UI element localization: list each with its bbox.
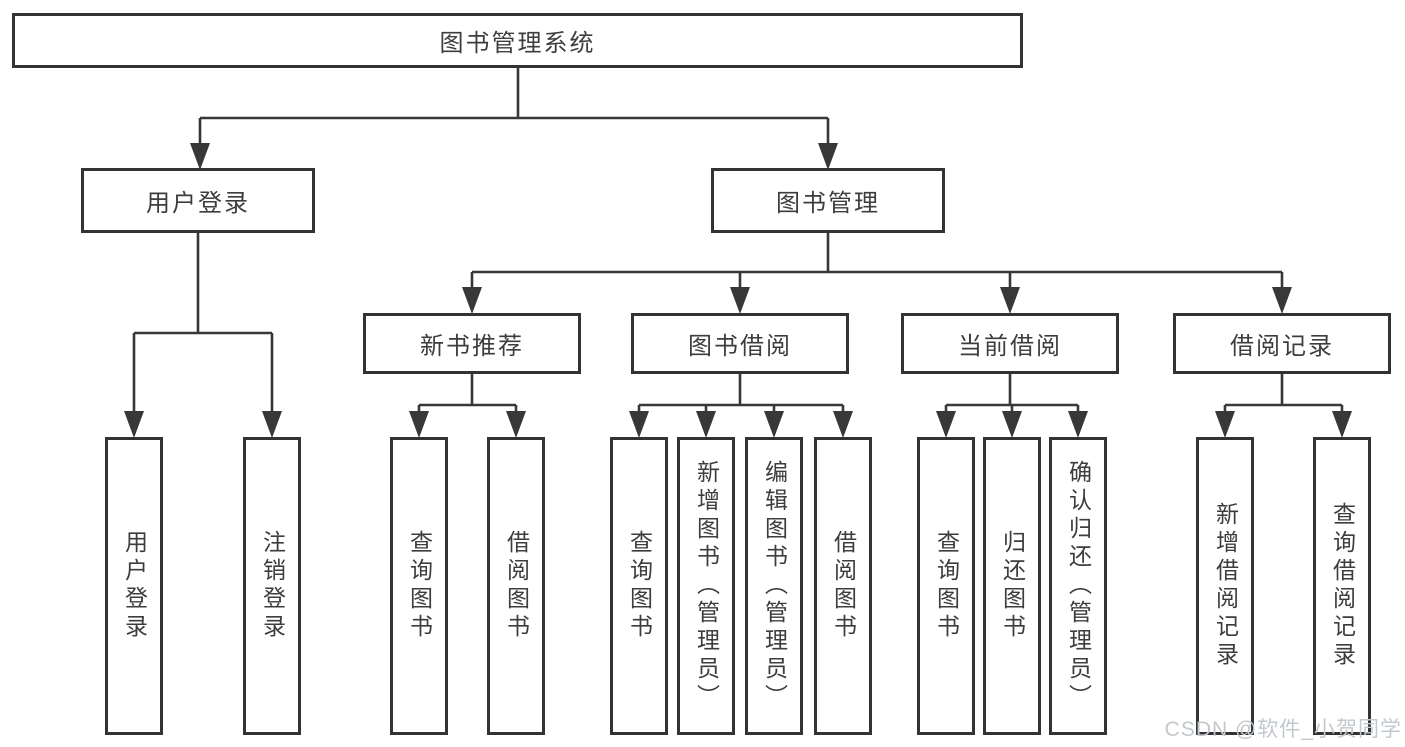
node-label: 当前借阅	[958, 333, 1062, 360]
csdn-watermark: CSDN @软件_小贺同学	[1164, 718, 1402, 741]
node-label: 新书推荐	[420, 333, 524, 360]
node-borrow-books-recommend: 借阅图书	[487, 437, 545, 735]
node-borrow-records: 借阅记录	[1173, 313, 1391, 374]
node-label: 图书管理系统	[439, 30, 596, 57]
node-query-books-borrow: 查询图书	[610, 437, 668, 735]
node-label: 注销登录	[259, 530, 286, 642]
arrowhead-icons	[124, 143, 1352, 438]
node-return-book: 归还图书	[983, 437, 1041, 735]
node-label: 图书借阅	[688, 333, 792, 360]
node-label: 查询图书	[933, 530, 960, 642]
node-query-borrow-record: 查询借阅记录	[1313, 437, 1371, 735]
node-library-system: 图书管理系统	[12, 13, 1023, 68]
node-book-management: 图书管理	[711, 168, 945, 233]
node-query-books-current: 查询图书	[917, 437, 975, 735]
node-new-book-recommend: 新书推荐	[363, 313, 581, 374]
node-label: 用户登录	[121, 530, 148, 642]
node-label: 归还图书	[999, 530, 1026, 642]
node-book-borrow: 图书借阅	[631, 313, 849, 374]
node-current-borrow: 当前借阅	[901, 313, 1119, 374]
node-borrow-books-leaf: 借阅图书	[814, 437, 872, 735]
node-label: 借阅图书	[503, 530, 530, 642]
node-label: 查询借阅记录	[1329, 502, 1356, 670]
node-label: 查询图书	[626, 530, 653, 642]
node-label: 用户登录	[146, 190, 250, 217]
node-add-book-admin: 新增图书（管理员）	[677, 437, 735, 735]
node-user-login: 用户登录	[81, 168, 315, 233]
node-edit-book-admin: 编辑图书（管理员）	[745, 437, 803, 735]
node-label: 查询图书	[406, 530, 433, 642]
node-label: 新增图书（管理员）	[693, 460, 720, 712]
node-label: 借阅图书	[830, 530, 857, 642]
node-label: 确认归还（管理员）	[1065, 460, 1092, 712]
node-label: 编辑图书（管理员）	[761, 460, 788, 712]
node-label: 新增借阅记录	[1212, 502, 1239, 670]
node-add-borrow-record: 新增借阅记录	[1196, 437, 1254, 735]
node-query-books-recommend: 查询图书	[390, 437, 448, 735]
node-label: 图书管理	[776, 190, 880, 217]
node-confirm-return-admin: 确认归还（管理员）	[1049, 437, 1107, 735]
node-label: 借阅记录	[1230, 333, 1334, 360]
node-user-login-leaf: 用户登录	[105, 437, 163, 735]
node-logout: 注销登录	[243, 437, 301, 735]
